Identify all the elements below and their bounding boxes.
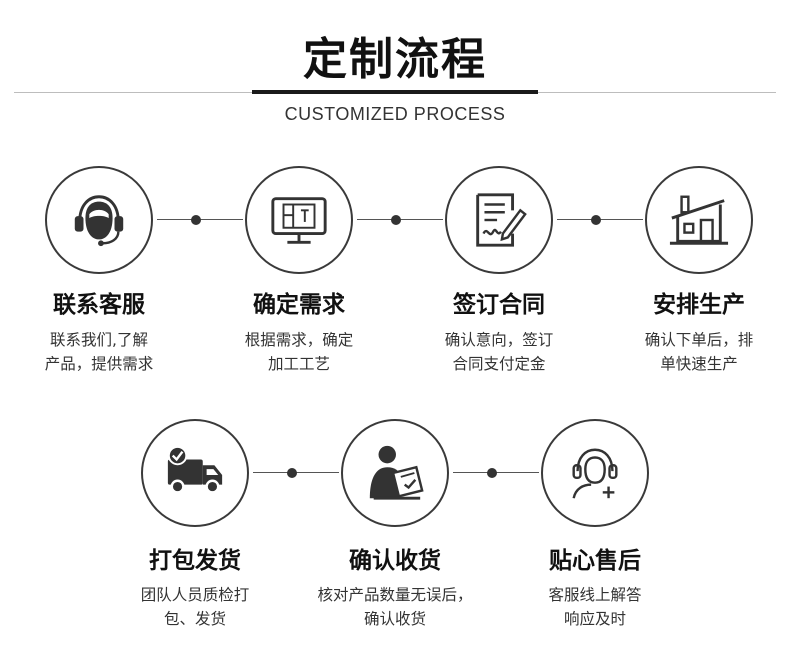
connector-dot (391, 215, 401, 225)
step-4-circle (645, 166, 753, 274)
connector-dot (487, 468, 497, 478)
step-7-desc-line2: 响应及时 (563, 610, 626, 628)
customer-service-headset-icon (74, 195, 124, 247)
step-1-desc-line2: 产品，提供需求 (44, 355, 154, 373)
step-1-title: 联系客服 (53, 292, 145, 318)
step-6-circle (341, 419, 449, 527)
page-title: 定制流程 (303, 34, 487, 85)
step-4-title: 安排生产 (653, 292, 745, 318)
step-5-desc-line2: 包、发货 (163, 610, 226, 628)
page-subtitle: CUSTOMIZED PROCESS (284, 104, 506, 124)
step-7-title: 贴心售后 (549, 548, 641, 574)
monitor-blueprint-icon (271, 197, 327, 244)
connector-dot (287, 468, 297, 478)
step-3-desc-line1: 确认意向，签订 (444, 331, 554, 349)
step-4-desc-line2: 单快速生产 (660, 355, 738, 373)
step-3-circle (445, 166, 553, 274)
step-4-desc-line1: 确认下单后，排 (644, 331, 754, 349)
connector-dot (191, 215, 201, 225)
step-6-title: 确认收货 (349, 548, 441, 574)
step-2-circle (245, 166, 353, 274)
factory-building-icon (669, 195, 729, 245)
step-5-desc-line1: 团队人员质检打 (140, 586, 250, 604)
connector-dot (591, 215, 601, 225)
step-7-circle (541, 419, 649, 527)
step-2-desc-line1: 根据需求，确定 (244, 331, 354, 349)
step-5-circle (141, 419, 249, 527)
step-3-desc-line2: 合同支付定金 (452, 355, 546, 373)
step-5-title: 打包发货 (149, 548, 241, 574)
step-3-title: 签订合同 (453, 292, 545, 318)
step-6-desc-line2: 确认收货 (363, 610, 426, 628)
header-underline (252, 90, 538, 94)
step-2-title: 确定需求 (253, 292, 345, 318)
step-7-desc-line1: 客服线上解答 (548, 586, 642, 604)
after-sales-support-icon (572, 448, 618, 499)
delivery-truck-icon (167, 445, 223, 494)
step-1-desc-line1: 联系我们,了解 (50, 331, 148, 349)
step-1-circle (45, 166, 153, 274)
step-6-desc-line1: 核对产品数量无误后， (317, 586, 473, 604)
person-checking-document-icon (369, 445, 424, 500)
contract-signing-icon (476, 193, 527, 247)
step-2-desc-line2: 加工工艺 (267, 355, 330, 373)
